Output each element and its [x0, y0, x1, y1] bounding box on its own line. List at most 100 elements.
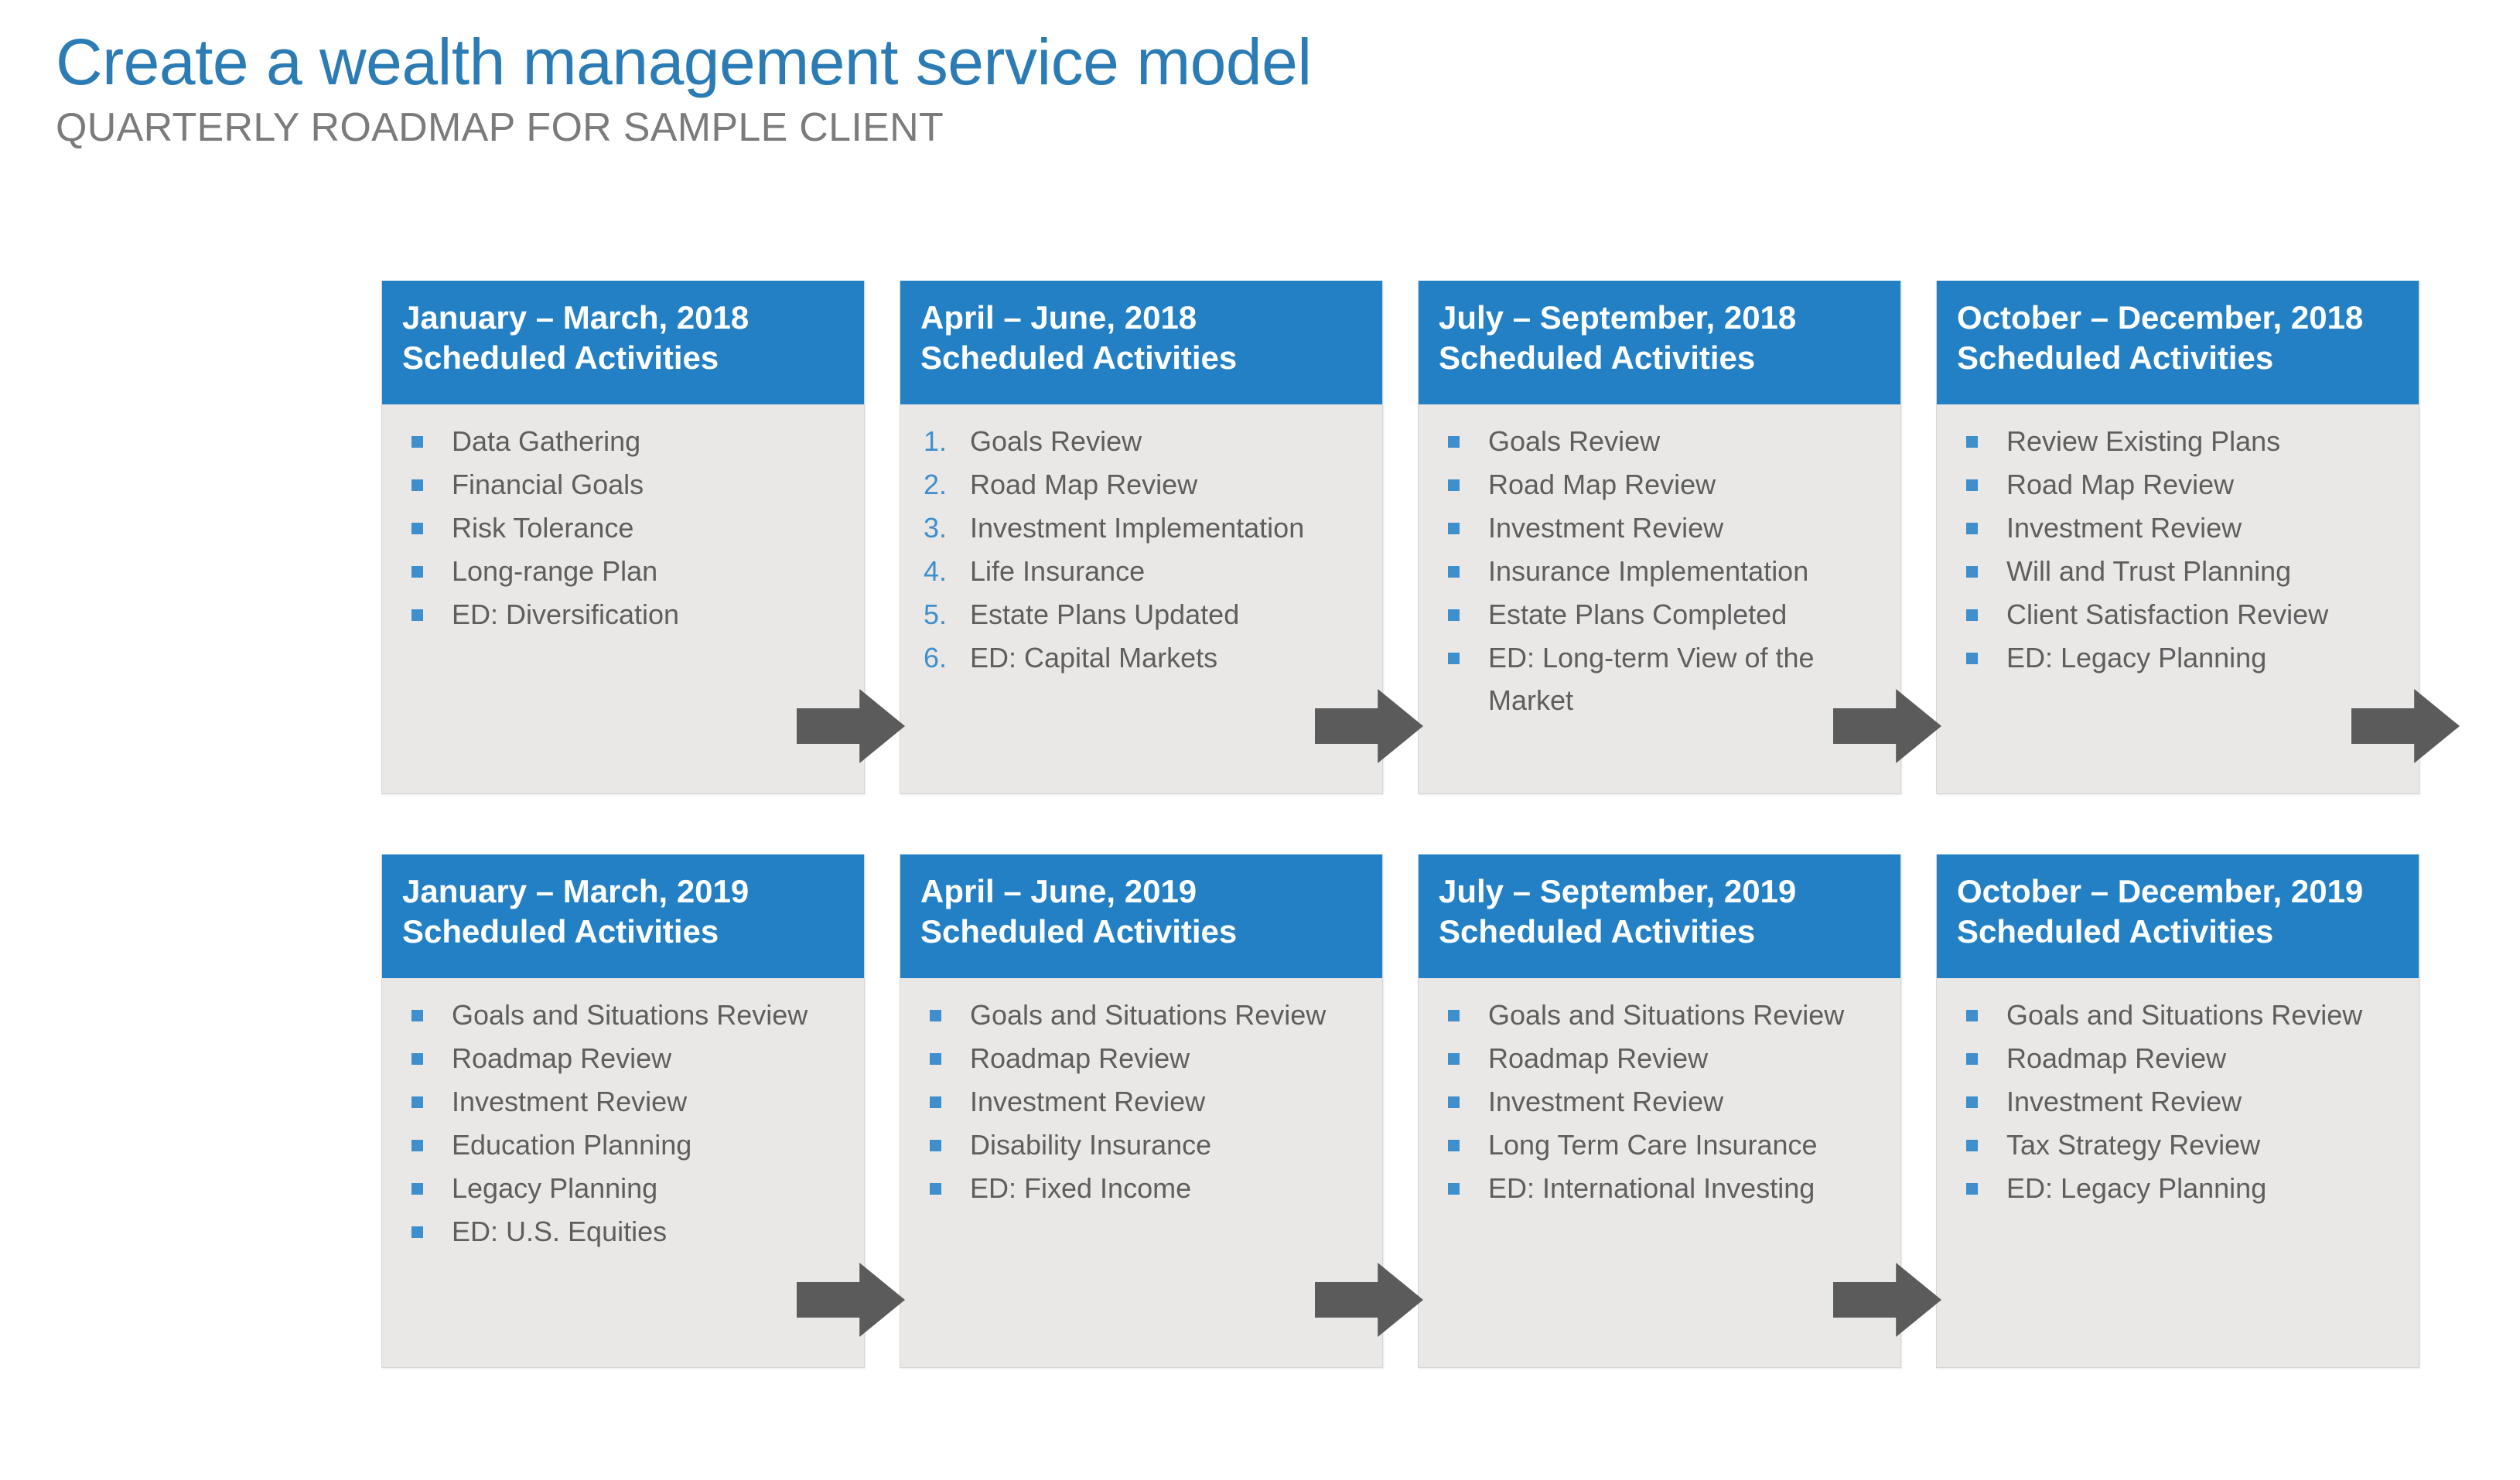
activity-item[interactable]: Investment Review [1437, 506, 1882, 549]
activity-item[interactable]: Investment Review [1955, 1080, 2400, 1123]
activity-item[interactable]: Client Satisfaction Review [1955, 593, 2400, 636]
activity-label: Legacy Planning [452, 1172, 658, 1204]
activity-item[interactable]: 6.ED: Capital Markets [919, 636, 1364, 679]
activity-label: Tax Strategy Review [2006, 1129, 2261, 1161]
activity-item[interactable]: ED: International Investing [1437, 1167, 1882, 1209]
slide-header: Create a wealth management service model… [56, 26, 2067, 152]
activity-item[interactable]: Legacy Planning [401, 1167, 845, 1209]
activity-item[interactable]: 4.Life Insurance [919, 550, 1364, 592]
right-arrow-shape [797, 1263, 905, 1337]
activity-label: ED: Legacy Planning [2006, 642, 2267, 674]
activity-label: ED: Fixed Income [970, 1172, 1192, 1204]
activity-item[interactable]: Long Term Care Insurance [1437, 1124, 1882, 1166]
activity-item[interactable]: Tax Strategy Review [1955, 1124, 2400, 1166]
activity-label: Roadmap Review [452, 1042, 672, 1074]
quarter-period-label: July – September, 2018 [1439, 299, 1797, 336]
activity-item[interactable]: ED: Legacy Planning [1955, 1167, 2400, 1209]
quarter-period-label: October – December, 2019 [1957, 873, 2364, 909]
activity-label: Goals and Situations Review [2006, 999, 2363, 1031]
square-bullet-icon [1448, 436, 1460, 448]
activity-label: Investment Review [2006, 1086, 2242, 1117]
activity-item[interactable]: Education Planning [401, 1124, 845, 1166]
quarter-period-label: January – March, 2019 [402, 873, 750, 909]
activity-item[interactable]: ED: Legacy Planning [1955, 636, 2400, 679]
square-bullet-icon [411, 523, 423, 534]
activity-item[interactable]: Long-range Plan [401, 550, 845, 592]
activity-item[interactable]: 1.Goals Review [919, 420, 1364, 462]
activity-item[interactable]: Review Existing Plans [1955, 420, 2400, 462]
activity-label: Investment Review [2006, 512, 2242, 544]
activity-item[interactable]: Risk Tolerance [401, 506, 845, 549]
activity-item[interactable]: Goals Review [1437, 420, 1882, 462]
right-arrow-shape [797, 689, 905, 763]
activity-item[interactable]: Goals and Situations Review [1955, 994, 2400, 1036]
square-bullet-icon [411, 1183, 423, 1195]
activity-item[interactable]: Insurance Implementation [1437, 550, 1882, 592]
activity-item[interactable]: Investment Review [919, 1080, 1364, 1123]
square-bullet-icon [411, 609, 423, 621]
page-subtitle: QUARTERLY ROADMAP FOR SAMPLE CLIENT [56, 105, 944, 150]
activity-item[interactable]: ED: Diversification [401, 593, 845, 636]
activity-item[interactable]: Data Gathering [401, 420, 845, 462]
activity-label: Investment Review [970, 1086, 1206, 1117]
activity-label: Investment Review [452, 1086, 688, 1117]
activity-item[interactable]: Estate Plans Completed [1437, 593, 1882, 636]
activity-item[interactable]: 2.Road Map Review [919, 463, 1364, 506]
activity-item[interactable]: Will and Trust Planning [1955, 550, 2400, 592]
bottom-clipped-text [379, 1463, 920, 1480]
activity-item[interactable]: Road Map Review [1437, 463, 1882, 506]
activity-label: Road Map Review [970, 469, 1198, 500]
list-number-marker: 1. [924, 425, 948, 457]
activity-item[interactable]: Goals and Situations Review [401, 994, 845, 1036]
page-title: Create a wealth management service model [56, 26, 1312, 98]
activity-item[interactable]: 3.Investment Implementation [919, 506, 1364, 549]
right-arrow-icon [797, 1263, 905, 1337]
activity-label: Roadmap Review [1488, 1042, 1709, 1074]
activity-item[interactable]: 5.Estate Plans Updated [919, 593, 1364, 636]
activity-item[interactable]: Disability Insurance [919, 1124, 1364, 1166]
activity-item[interactable]: ED: U.S. Equities [401, 1210, 845, 1253]
activity-item[interactable]: Road Map Review [1955, 463, 2400, 506]
activity-item[interactable]: ED: Fixed Income [919, 1167, 1364, 1209]
activity-label: Roadmap Review [2006, 1042, 2227, 1074]
activity-item[interactable]: Roadmap Review [919, 1037, 1364, 1079]
activity-item[interactable]: Investment Review [401, 1080, 845, 1123]
square-bullet-icon [1448, 523, 1460, 534]
activity-item[interactable]: Goals and Situations Review [1437, 994, 1882, 1036]
activity-item[interactable]: ED: Long-term View of the Market [1437, 636, 1882, 721]
square-bullet-icon [411, 1096, 423, 1108]
square-bullet-icon [1966, 1010, 1978, 1021]
square-bullet-icon [411, 1053, 423, 1065]
activity-item[interactable]: Goals and Situations Review [919, 994, 1364, 1036]
list-number-marker: 3. [924, 512, 948, 544]
activity-label: Insurance Implementation [1488, 555, 1809, 587]
square-bullet-icon [1448, 479, 1460, 491]
square-bullet-icon [411, 1226, 423, 1238]
list-number-marker: 4. [924, 555, 948, 587]
activity-item[interactable]: Financial Goals [401, 463, 845, 506]
activity-item[interactable]: Roadmap Review [1437, 1037, 1882, 1079]
activity-item[interactable]: Roadmap Review [1955, 1037, 2400, 1079]
activity-item[interactable]: Roadmap Review [401, 1037, 845, 1079]
right-arrow-shape [2351, 689, 2460, 763]
activity-item[interactable]: Investment Review [1437, 1080, 1882, 1123]
activity-label: Goals and Situations Review [1488, 999, 1845, 1031]
activity-item[interactable]: Investment Review [1955, 506, 2400, 549]
